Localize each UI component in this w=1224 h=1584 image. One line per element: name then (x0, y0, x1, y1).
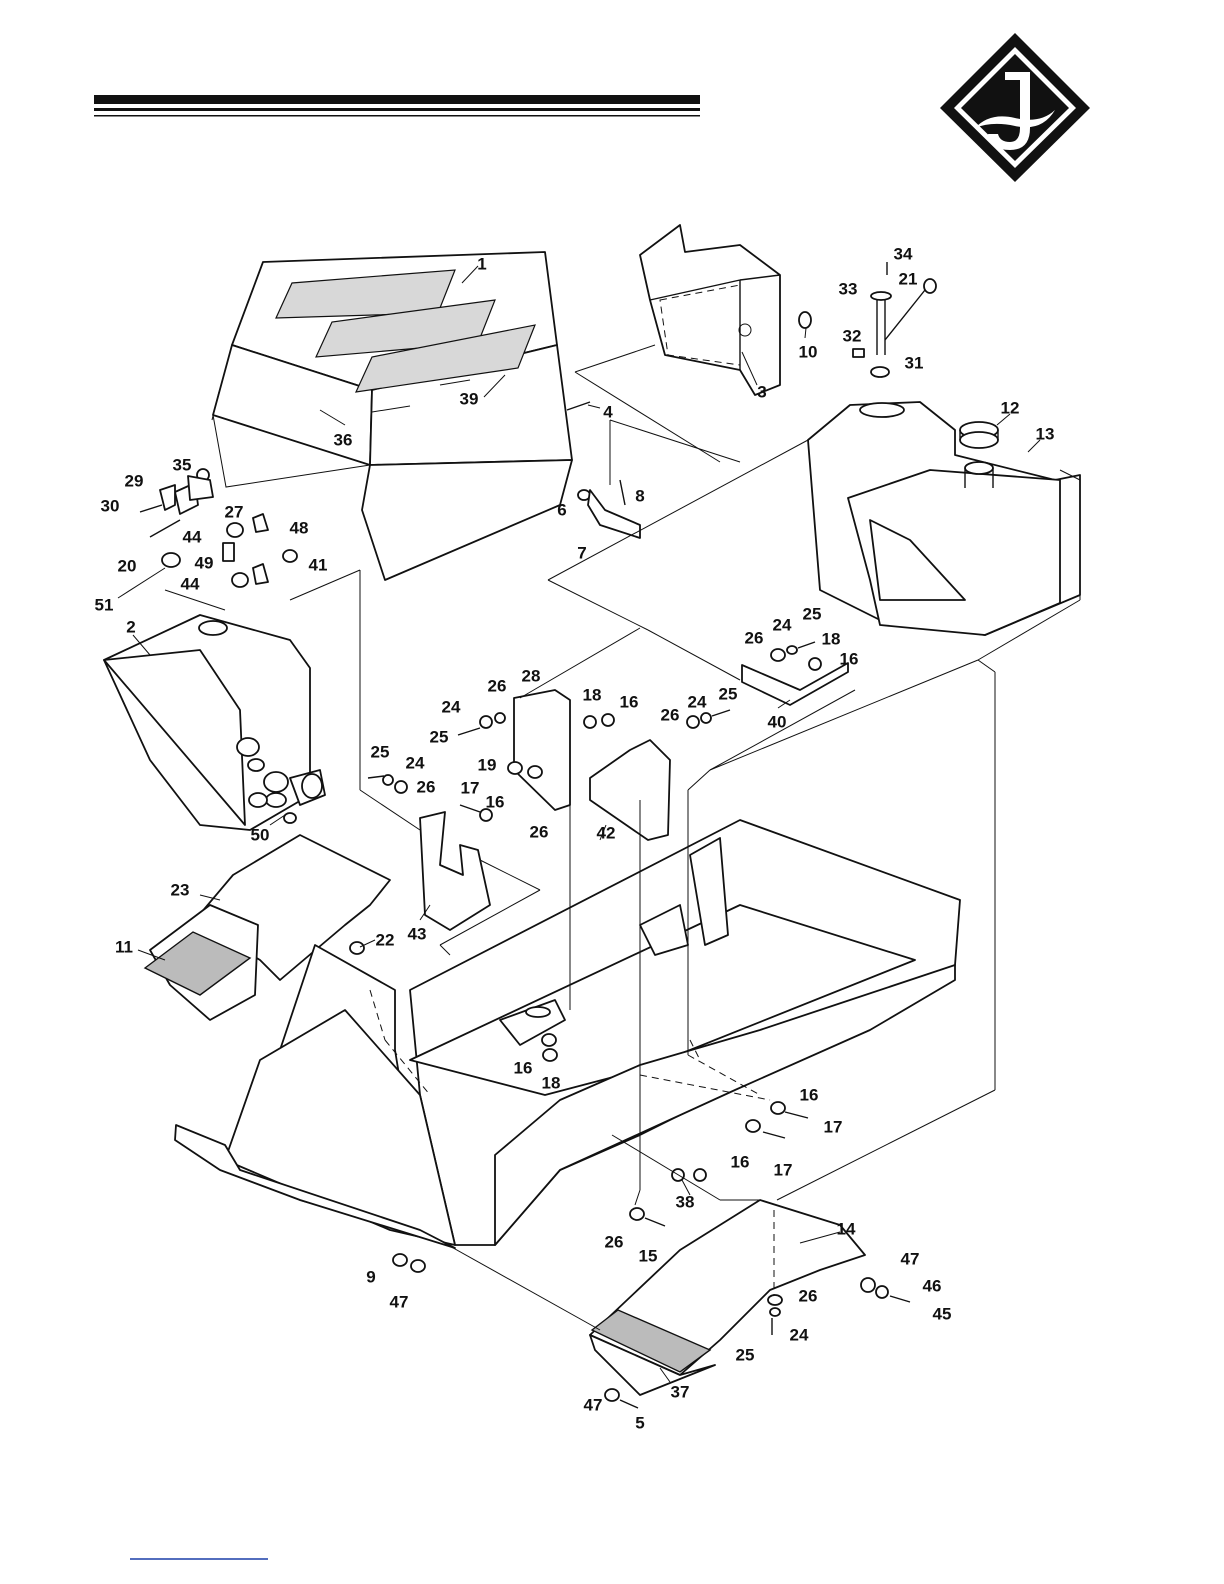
callout-c3: 3 (757, 383, 766, 402)
callout-c17b: 17 (824, 1118, 843, 1137)
callout-c25e: 25 (736, 1346, 755, 1365)
callout-c44b: 44 (181, 575, 200, 594)
callout-c1: 1 (477, 255, 486, 274)
callout-c13: 13 (1036, 425, 1055, 444)
callout-c6: 6 (557, 501, 566, 520)
callout-c47a: 47 (901, 1250, 920, 1269)
callout-c26a: 26 (488, 677, 507, 696)
callout-c39: 39 (460, 390, 479, 409)
callout-c37: 37 (671, 1383, 690, 1402)
callout-c30: 30 (101, 497, 120, 516)
callout-c28: 28 (522, 667, 541, 686)
callout-c2: 2 (126, 618, 135, 637)
callout-c20: 20 (118, 557, 137, 576)
callout-c15: 15 (639, 1247, 658, 1266)
callout-c26d: 26 (417, 778, 436, 797)
callout-c18b: 18 (822, 630, 841, 649)
callout-c12: 12 (1001, 399, 1020, 418)
callout-c10: 10 (799, 343, 818, 362)
callout-c47c: 47 (584, 1396, 603, 1415)
callout-c35: 35 (173, 456, 192, 475)
callout-c47b: 47 (390, 1293, 409, 1312)
callout-c21: 21 (899, 270, 918, 289)
callout-c25a: 25 (430, 728, 449, 747)
callout-c26c: 26 (661, 706, 680, 725)
callout-c26e: 26 (530, 823, 549, 842)
callout-c8: 8 (635, 487, 644, 506)
callout-c9: 9 (366, 1268, 375, 1287)
callout-c42: 42 (597, 824, 616, 843)
callout-c25b: 25 (803, 605, 822, 624)
callout-c27: 27 (225, 503, 244, 522)
callout-c25c: 25 (719, 685, 738, 704)
callout-c16c: 16 (486, 793, 505, 812)
callout-c48: 48 (290, 519, 309, 538)
callout-c16e: 16 (800, 1086, 819, 1105)
callout-c49: 49 (195, 554, 214, 573)
callout-c14: 14 (837, 1220, 856, 1239)
callout-c7: 7 (577, 544, 586, 563)
callout-c24c: 24 (688, 693, 707, 712)
callout-c18c: 18 (542, 1074, 561, 1093)
callout-c50: 50 (251, 826, 270, 845)
callout-c23: 23 (171, 881, 190, 900)
callout-c31: 31 (905, 354, 924, 373)
callout-c26b: 26 (745, 629, 764, 648)
callout-c34: 34 (894, 245, 913, 264)
callout-c51: 51 (95, 596, 114, 615)
callout-c16b: 16 (840, 650, 859, 669)
callout-c40: 40 (768, 713, 787, 732)
callout-c43: 43 (408, 925, 427, 944)
callout-c24e: 24 (790, 1326, 809, 1345)
callout-c19: 19 (478, 756, 497, 775)
callout-c5: 5 (635, 1414, 644, 1433)
callout-c17c: 17 (774, 1161, 793, 1180)
callout-c24a: 24 (442, 698, 461, 717)
callout-c26g: 26 (799, 1287, 818, 1306)
callout-c16f: 16 (731, 1153, 750, 1172)
callout-c36: 36 (334, 431, 353, 450)
callout-c44a: 44 (183, 528, 202, 547)
callout-c29: 29 (125, 472, 144, 491)
callout-c46: 46 (923, 1277, 942, 1296)
callout-c11: 11 (115, 938, 133, 957)
callout-c32: 32 (843, 327, 862, 346)
callout-c25d: 25 (371, 743, 390, 762)
callout-c33: 33 (839, 280, 858, 299)
callout-c38: 38 (676, 1193, 695, 1212)
callout-c24b: 24 (773, 616, 792, 635)
callout-c24d: 24 (406, 754, 425, 773)
callout-c18a: 18 (583, 686, 602, 705)
callout-c16a: 16 (620, 693, 639, 712)
callout-c26f: 26 (605, 1233, 624, 1252)
callout-c4: 4 (603, 403, 613, 422)
callout-c45: 45 (933, 1305, 952, 1324)
callout-c22: 22 (376, 931, 395, 950)
callout-c17a: 17 (461, 779, 480, 798)
callout-c41: 41 (309, 556, 328, 575)
callout-c16d: 16 (514, 1059, 533, 1078)
